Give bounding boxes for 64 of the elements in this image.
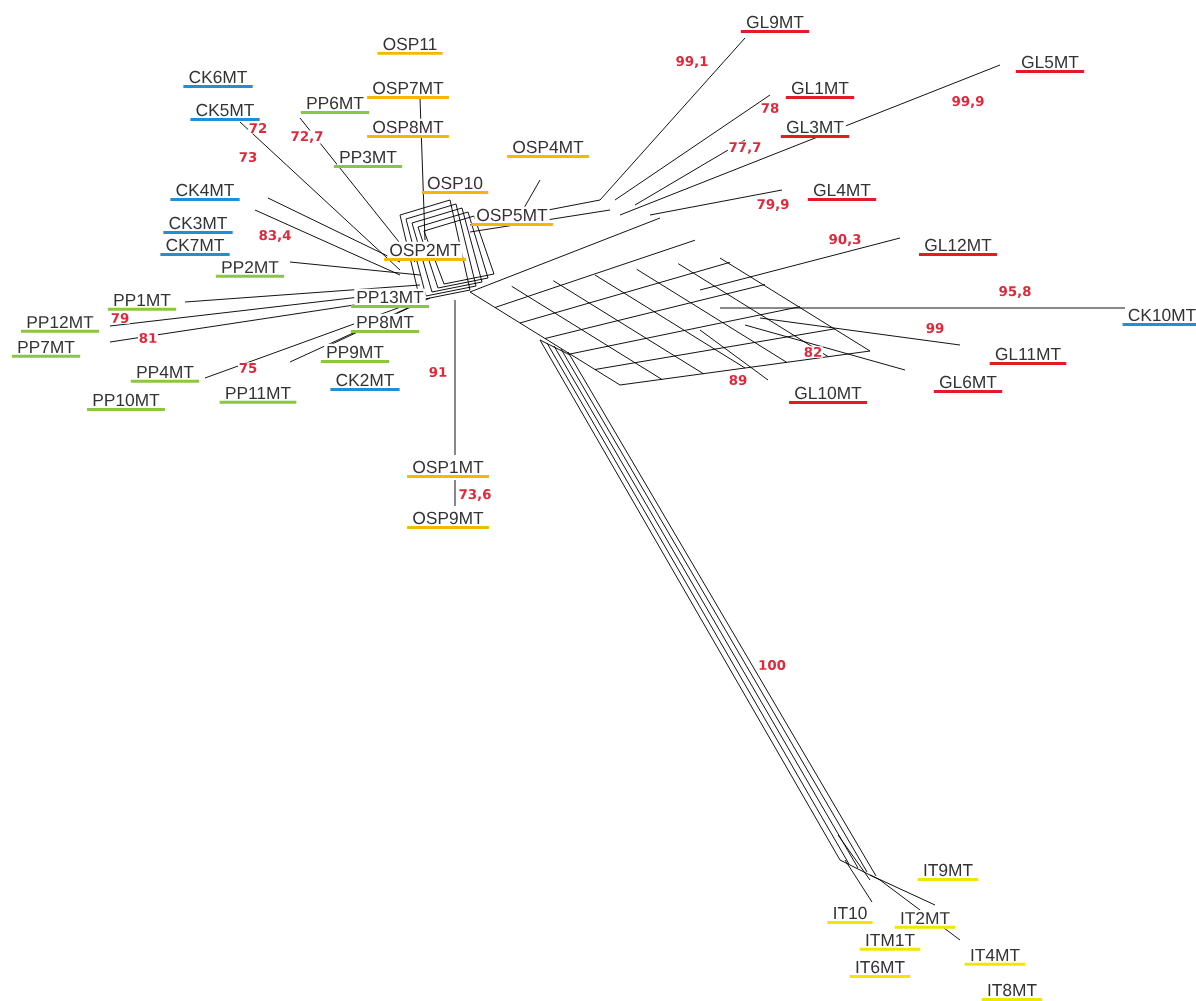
support-value: 79	[110, 312, 130, 324]
support-value: 72,7	[289, 130, 325, 144]
taxon-label: PP10MT	[87, 391, 165, 411]
support-value: 99	[925, 322, 945, 334]
taxon-label: GL6MT	[933, 373, 1003, 393]
taxon-label: IT10	[827, 904, 873, 924]
taxon-label: PP7MT	[11, 339, 81, 358]
taxon-label: CK3MT	[163, 214, 233, 234]
support-value: 82	[803, 346, 823, 358]
support-value: 79,9	[755, 198, 791, 212]
support-value: 77,7	[727, 141, 763, 155]
support-value: 100	[757, 659, 787, 671]
taxon-label: IT9MT	[917, 861, 979, 881]
taxon-label: OSP11	[377, 35, 443, 55]
support-value: 99,9	[950, 95, 986, 109]
taxon-label: GL1MT	[785, 79, 855, 99]
support-value: 83,4	[257, 229, 293, 243]
taxon-label: OSP9MT	[407, 509, 489, 529]
taxon-label: GL5MT	[1015, 53, 1085, 73]
taxon-label: IT8MT	[981, 981, 1043, 1001]
support-value: 90,3	[827, 233, 863, 247]
taxon-label: GL4MT	[807, 181, 877, 201]
support-value: 95,8	[997, 285, 1033, 299]
taxon-label: CK10MT	[1122, 306, 1196, 326]
taxon-label: GL3MT	[780, 118, 850, 138]
taxon-label: CK2MT	[330, 371, 400, 391]
taxon-label: CK6MT	[183, 68, 253, 88]
taxon-label: PP8MT	[350, 313, 420, 333]
support-value: 81	[138, 332, 158, 344]
taxon-label: PP2MT	[215, 258, 285, 278]
support-value: 73,6	[457, 488, 493, 502]
taxon-label: GL12MT	[919, 236, 997, 256]
taxon-label: OSP10	[421, 174, 489, 194]
taxon-label: OSP1MT	[407, 458, 489, 478]
taxon-label: IT4MT	[964, 947, 1026, 966]
support-value: 72	[248, 122, 268, 134]
taxon-label: OSP4MT	[507, 138, 589, 158]
taxon-label: PP11MT	[219, 385, 297, 404]
taxon-label: PP9MT	[320, 343, 390, 363]
taxon-label: CK4MT	[170, 181, 240, 201]
taxon-label: OSP2MT	[384, 241, 466, 261]
taxon-label: GL11MT	[989, 345, 1067, 365]
taxon-label: GL9MT	[740, 13, 810, 33]
taxon-label: PP12MT	[21, 313, 99, 333]
taxon-label: PP1MT	[107, 292, 177, 311]
taxon-label: OSP5MT	[471, 206, 553, 226]
taxon-label: OSP8MT	[367, 118, 449, 138]
support-value: 73	[238, 151, 258, 163]
taxon-label: IT2MT	[894, 909, 956, 929]
taxon-label: GL10MT	[789, 384, 867, 404]
taxon-label: ITM1T	[859, 932, 921, 951]
taxon-label: OSP7MT	[367, 79, 449, 99]
taxon-label: PP6MT	[300, 94, 370, 114]
support-value: 91	[428, 366, 448, 378]
taxon-label: PP4MT	[130, 364, 200, 383]
support-value: 78	[760, 102, 780, 114]
support-value: 89	[728, 374, 748, 386]
taxon-label: PP3MT	[333, 148, 403, 168]
taxon-label: PP13MT	[351, 288, 429, 308]
taxon-label: CK5MT	[190, 101, 260, 121]
taxon-label: CK7MT	[160, 236, 230, 256]
support-value: 75	[238, 362, 258, 374]
taxon-label: IT6MT	[849, 958, 911, 978]
support-value: 99,1	[674, 55, 710, 69]
